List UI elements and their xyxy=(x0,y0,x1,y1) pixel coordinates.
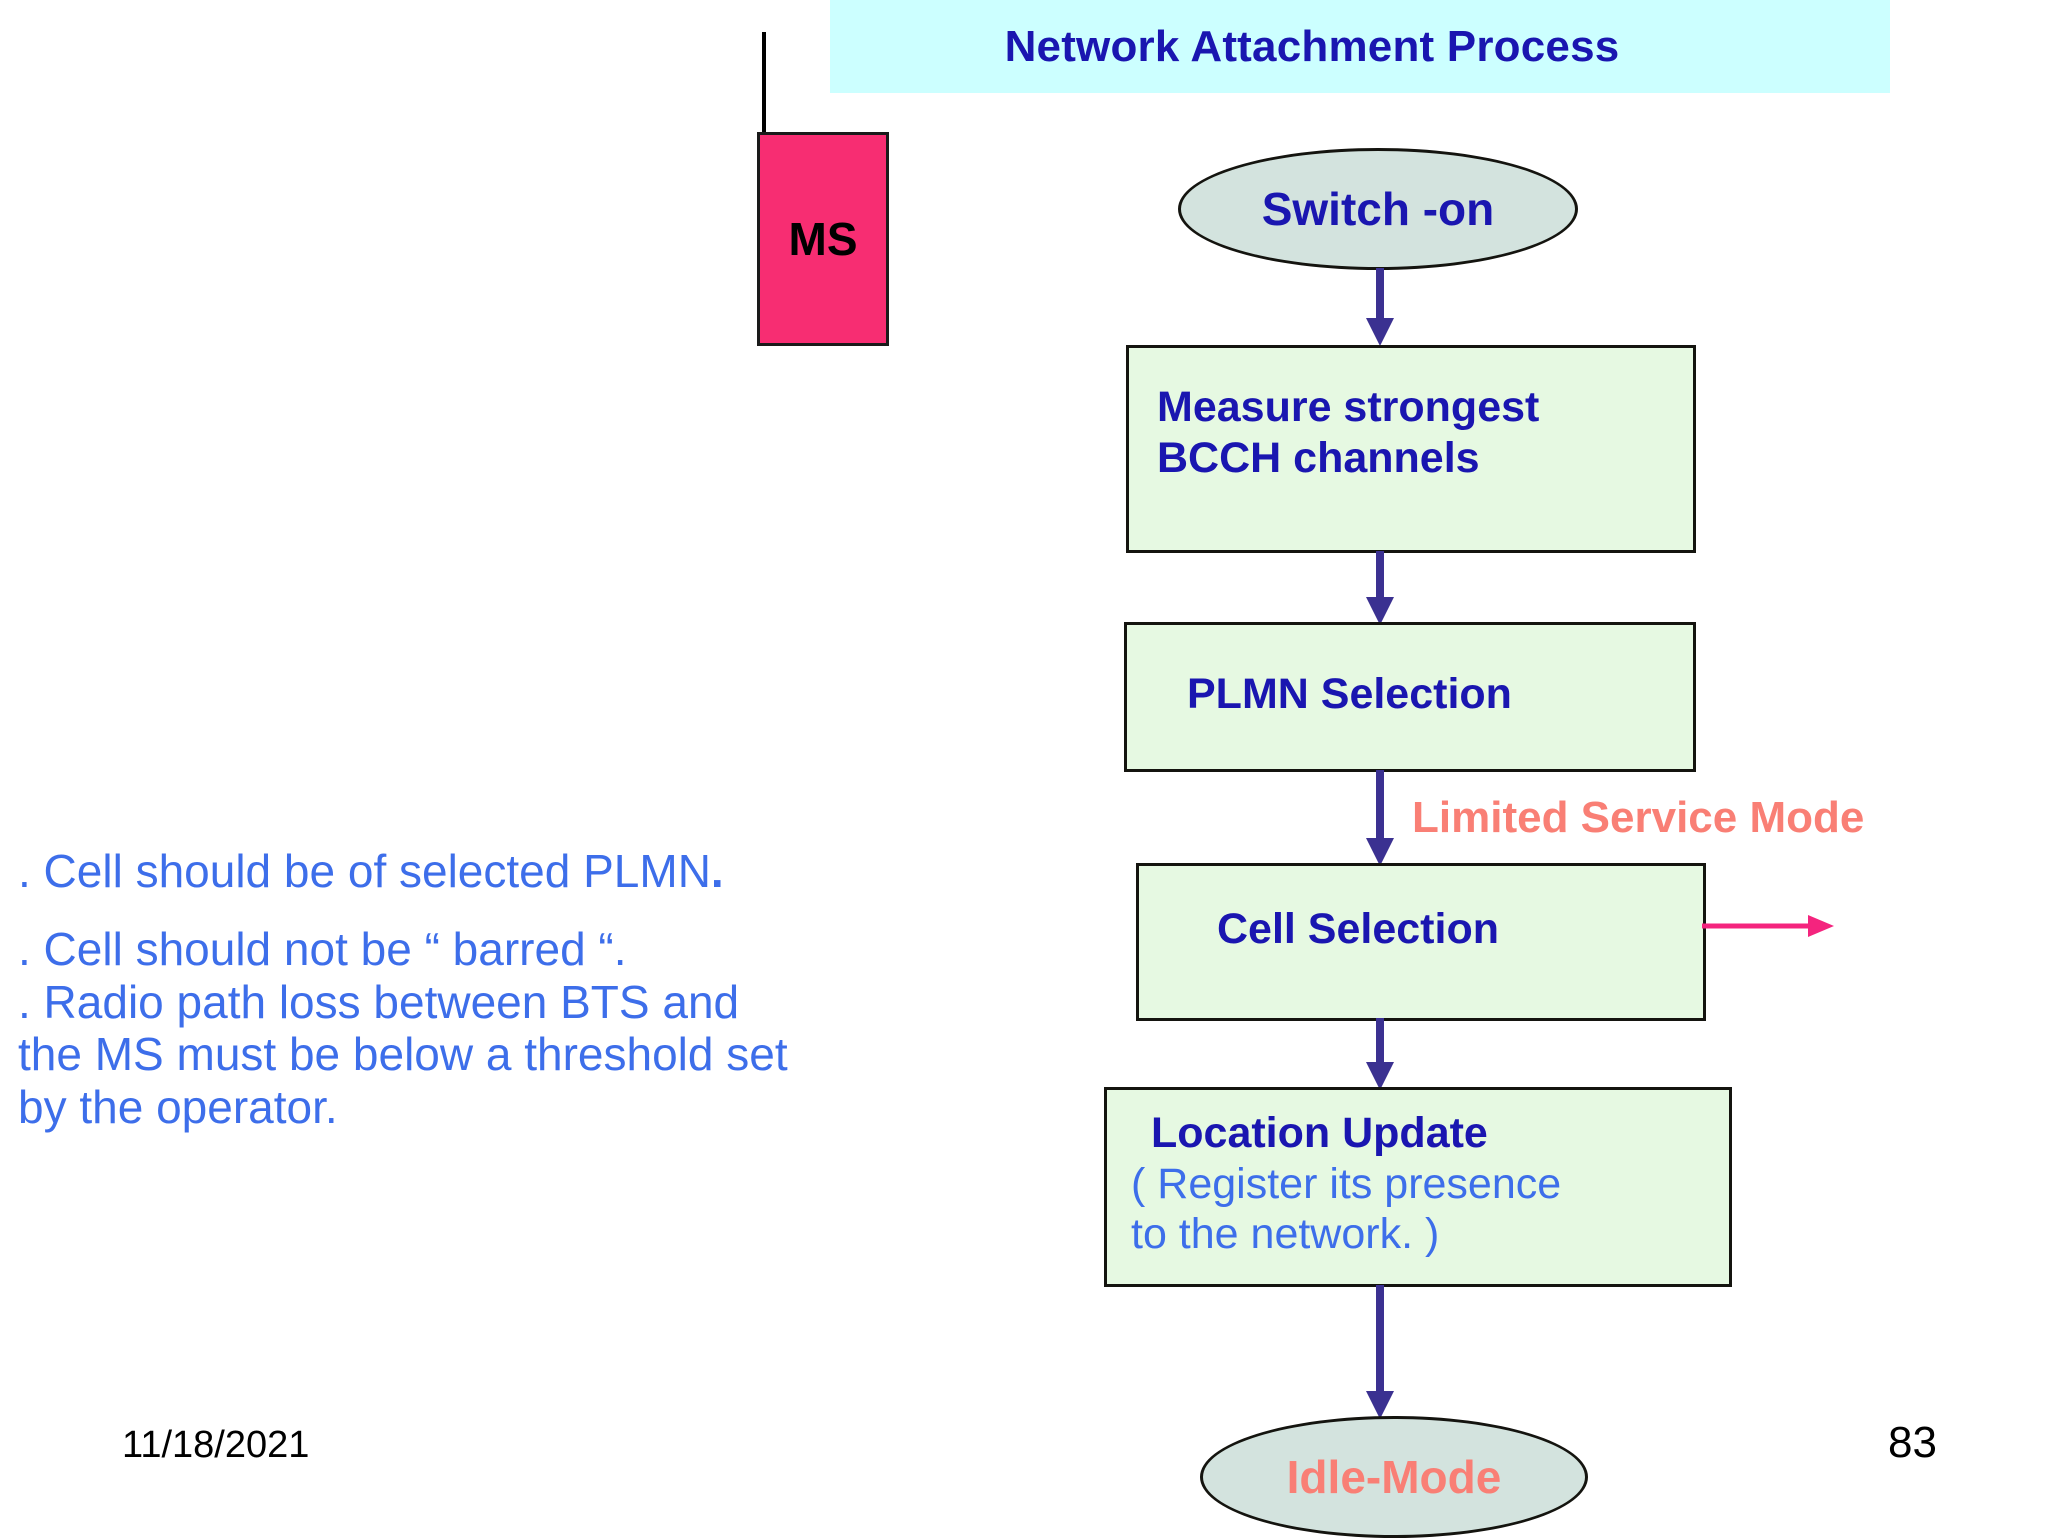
flow-node-location-sub1: ( Register its presence xyxy=(1131,1159,1562,1208)
footer-date: 11/18/2021 xyxy=(122,1424,310,1466)
flow-node-plmn-selection[interactable]: PLMN Selection xyxy=(1124,622,1696,772)
flow-node-idle-mode[interactable]: Idle-Mode xyxy=(1200,1416,1588,1538)
arrow-plmn-to-cell xyxy=(1366,770,1394,866)
arrow-location-to-idle xyxy=(1366,1285,1394,1419)
flow-node-measure-line1: Measure strongest xyxy=(1157,383,1540,431)
flow-node-switch-on-label: Switch -on xyxy=(1261,183,1495,235)
note-item-3-line-a: . Radio path loss between BTS and xyxy=(18,975,740,1028)
notes-block: . Cell should be of selected PLMN. . Cel… xyxy=(18,845,1078,1133)
flow-node-measure-line2: BCCH channels xyxy=(1157,433,1480,482)
flow-node-cell-label: Cell Selection xyxy=(1217,905,1499,953)
mobile-station-shape: MS xyxy=(757,132,889,346)
flow-node-measure-bcch[interactable]: Measure strongest BCCH channels xyxy=(1126,345,1696,553)
antenna-icon xyxy=(762,32,766,132)
flow-node-cell-selection[interactable]: Cell Selection xyxy=(1136,863,1706,1021)
note-item-1-text: . Cell should be of selected PLMN xyxy=(18,845,711,897)
note-item-1: . Cell should be of selected PLMN. xyxy=(18,845,1078,897)
slide-title-banner: Network Attachment Process xyxy=(830,0,1890,93)
note-item-3-line-b: the MS must be below a threshold set xyxy=(18,1028,788,1081)
flow-node-switch-on[interactable]: Switch -on xyxy=(1178,148,1578,270)
footer-page-number: 83 xyxy=(1888,1418,1937,1467)
arrow-switch-on-to-measure xyxy=(1366,268,1394,346)
mobile-station-label: MS xyxy=(788,213,858,265)
flow-node-location-title: Location Update xyxy=(1151,1109,1488,1157)
arrow-cell-to-location xyxy=(1366,1018,1394,1090)
arrow-limited-service-branch xyxy=(1702,915,1834,937)
note-item-3-line-c: by the operator. xyxy=(18,1080,338,1133)
flow-node-location-update[interactable]: Location Update ( Register its presence … xyxy=(1104,1087,1732,1287)
flow-node-location-sub2: to the network. ) xyxy=(1131,1210,1440,1259)
note-item-2: . Cell should not be “ barred “. xyxy=(18,923,627,976)
flow-node-plmn-label: PLMN Selection xyxy=(1187,670,1512,718)
note-item-1-period: . xyxy=(710,845,724,897)
branch-label-limited-service-mode: Limited Service Mode xyxy=(1412,793,1865,842)
arrow-measure-to-plmn xyxy=(1366,551,1394,625)
flow-node-idle-mode-label: Idle-Mode xyxy=(1286,1451,1502,1503)
page-title: Network Attachment Process xyxy=(1004,21,1620,71)
